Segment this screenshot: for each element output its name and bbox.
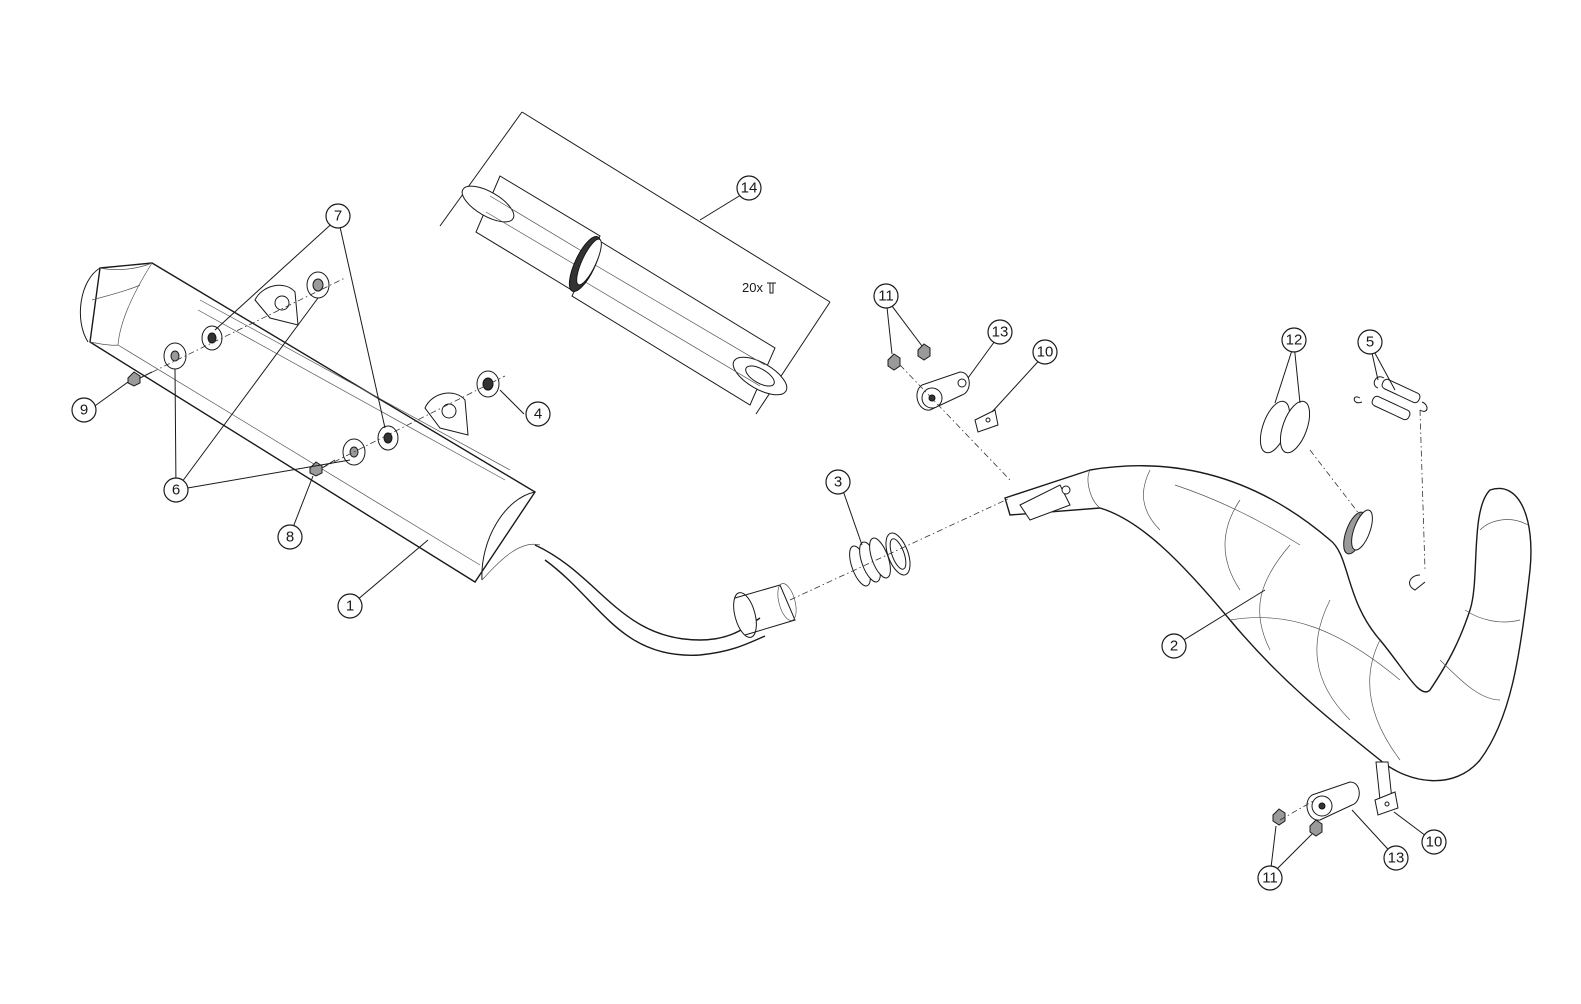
silencer [79, 262, 541, 583]
svg-text:5: 5 [1366, 334, 1374, 351]
callout-11-top: 11 [873, 283, 899, 309]
callout-7: 7 [325, 203, 351, 229]
packing-kit [439, 111, 831, 415]
svg-text:10: 10 [1037, 344, 1054, 361]
svg-text:13: 13 [1388, 850, 1405, 867]
callout-14: 14 [736, 175, 762, 201]
callout-10-bottom: 10 [1421, 829, 1447, 855]
callout-6: 6 [163, 477, 189, 503]
callout-13-bottom: 13 [1383, 845, 1409, 871]
svg-text:2: 2 [1170, 638, 1178, 655]
expansion-chamber [1004, 465, 1532, 801]
callout-4: 4 [525, 401, 551, 427]
front-mount-kit [887, 343, 999, 433]
leader-lines [91, 189, 1435, 877]
callout-1: 1 [337, 593, 363, 619]
svg-text:1: 1 [346, 598, 354, 615]
silencer-link-pipe [534, 544, 797, 656]
svg-text:3: 3 [834, 474, 842, 491]
svg-text:11: 11 [878, 288, 894, 305]
svg-text:10: 10 [1426, 834, 1443, 851]
svg-text:7: 7 [334, 208, 342, 225]
callout-2: 2 [1161, 633, 1187, 659]
o-rings [1259, 400, 1373, 555]
svg-text:12: 12 [1286, 332, 1303, 349]
svg-text:8: 8 [286, 529, 294, 546]
callout-9: 9 [71, 397, 97, 423]
svg-text:11: 11 [1262, 870, 1278, 887]
callout-5: 5 [1357, 329, 1383, 355]
svg-text:14: 14 [741, 180, 758, 197]
springs [1353, 376, 1428, 421]
silencer-hardware [127, 271, 506, 477]
pipe-seal [849, 532, 911, 587]
svg-text:4: 4 [534, 406, 542, 423]
callout-10-top: 10 [1032, 339, 1058, 365]
callout-12: 12 [1281, 327, 1307, 353]
callout-3: 3 [825, 469, 851, 495]
callout-8: 8 [277, 524, 303, 550]
callout-11-bottom: 11 [1257, 865, 1283, 891]
svg-text:13: 13 [992, 324, 1009, 341]
callout-13-top: 13 [987, 319, 1013, 345]
rear-mount-kit [1272, 781, 1399, 837]
rivet-quantity-note: 20x [742, 280, 763, 295]
svg-text:6: 6 [172, 482, 180, 499]
svg-text:9: 9 [80, 402, 88, 419]
